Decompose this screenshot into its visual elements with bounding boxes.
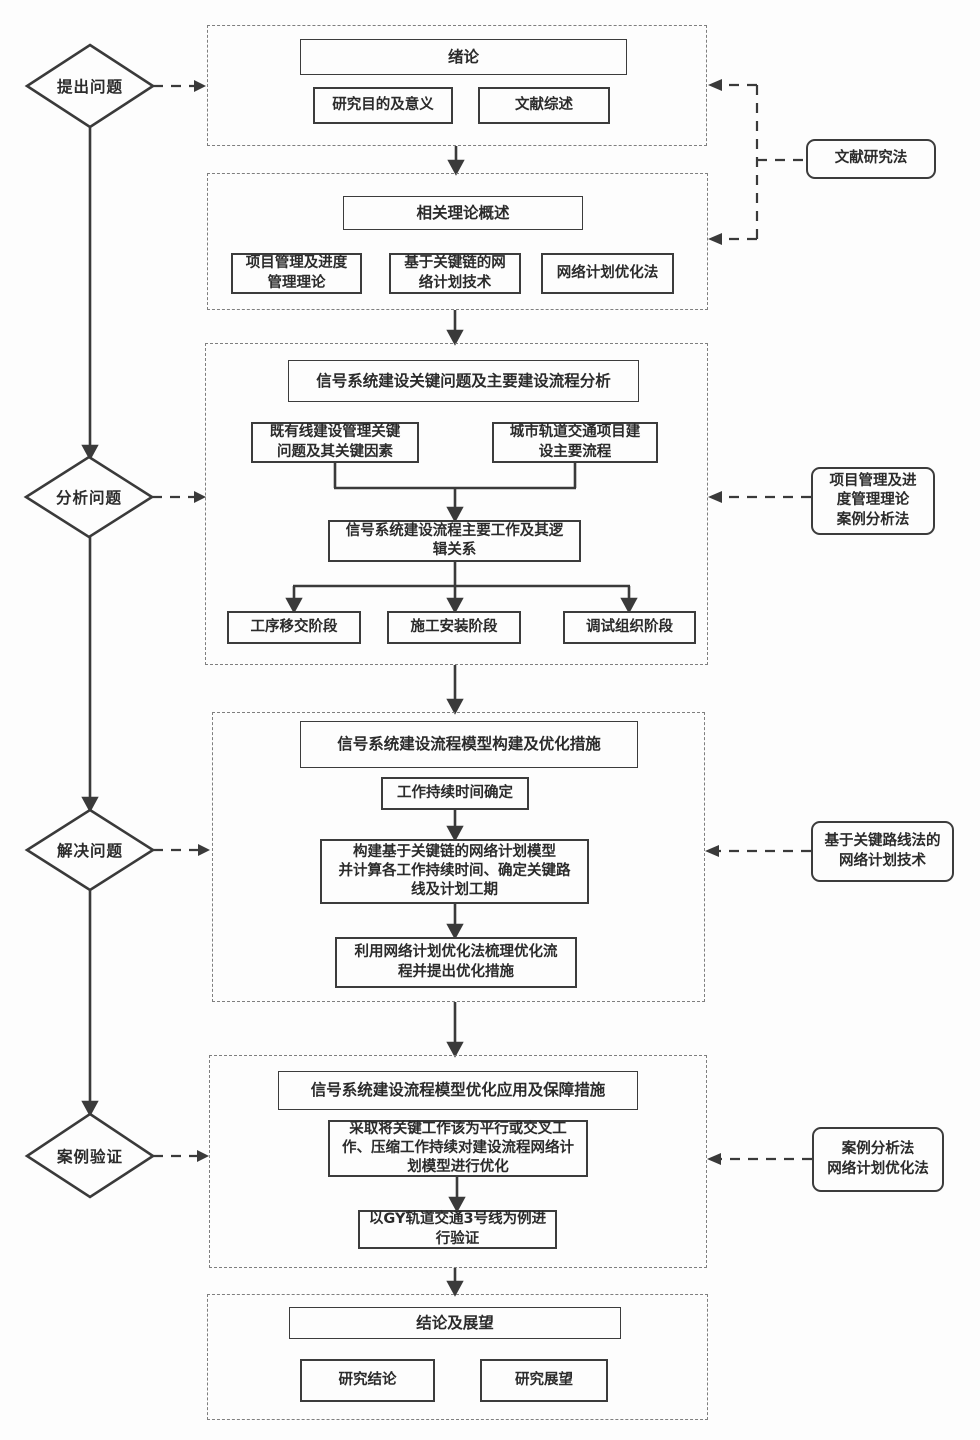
- dashed-arrowheads: [194, 79, 722, 1165]
- dashed-connectors: [152, 83, 812, 1161]
- solid-connectors: [81, 127, 638, 1297]
- box-project-management-theory: 项目管理及进度 管理理论: [231, 253, 362, 294]
- box-urban-rail-process: 城市轨道交通项目建 设主要流程: [492, 422, 658, 463]
- box-research-purpose: 研究目的及意义: [313, 87, 453, 124]
- section-conclusion: [207, 1294, 708, 1420]
- box-research-conclusion: 研究结论: [300, 1359, 435, 1402]
- box-work-duration: 工作持续时间确定: [381, 777, 529, 810]
- section-related-theory: [207, 173, 708, 310]
- section-model-construction: [212, 712, 705, 1002]
- box-build-critical-chain-model: 构建基于关键链的网络计划模型 并计算各工作持续时间、确定关键路 线及计划工期: [320, 839, 589, 904]
- box-parallel-cross-optimization: 采取将关键工作该为平行或交叉工 作、压缩工作持续对建设流程网络计 划模型进行优化: [328, 1120, 588, 1177]
- box-literature-review: 文献综述: [478, 87, 610, 124]
- box-conclusion-title: 结论及展望: [289, 1307, 621, 1339]
- box-research-outlook: 研究展望: [480, 1359, 608, 1402]
- box-optimize-process-measures: 利用网络计划优化法梳理优化流 程并提出优化措施: [335, 937, 577, 988]
- box-critical-chain-technique: 基于关键链的网 络计划技术: [389, 253, 521, 294]
- diamond-shape-case-verify: [24, 1112, 156, 1199]
- method-literature-research: 文献研究法: [806, 139, 936, 179]
- diamond-analyze-question: 分析问题: [55, 489, 122, 507]
- section-model-application: [209, 1055, 707, 1268]
- box-network-plan-optimization: 网络计划优化法: [541, 253, 674, 294]
- box-debug-organization-stage: 调试组织阶段: [563, 611, 696, 644]
- method-critical-path-technique: 基于关键路线法的 网络计划技术: [811, 821, 954, 882]
- box-gy-line3-verification: 以GY轨道交通3号线为例进 行验证: [358, 1210, 557, 1249]
- method-case-network-optimization: 案例分析法 网络计划优化法: [812, 1127, 944, 1192]
- diamond-shape-raise-question: [24, 43, 156, 129]
- diamond-shape-analyze-question: [23, 455, 155, 539]
- box-process-handover-stage: 工序移交阶段: [227, 611, 361, 644]
- diamond-case-verify: 案例验证: [56, 1148, 123, 1166]
- section-introduction: [207, 25, 707, 146]
- diamond-raise-question: 提出问题: [56, 78, 123, 96]
- box-model-application-title: 信号系统建设流程模型优化应用及保障措施: [278, 1071, 638, 1110]
- diamond-shape-solve-question: [24, 808, 156, 892]
- box-construction-install-stage: 施工安装阶段: [387, 611, 521, 644]
- box-main-work-logic: 信号系统建设流程主要工作及其逻 辑关系: [328, 520, 581, 562]
- box-related-theory-title: 相关理论概述: [343, 196, 583, 230]
- box-key-problem-title: 信号系统建设关键问题及主要建设流程分析: [288, 360, 639, 402]
- section-key-problem-analysis: [205, 343, 708, 665]
- method-pm-theory-case-analysis: 项目管理及进 度管理理论 案例分析法: [811, 467, 935, 535]
- diamond-solve-question: 解决问题: [56, 842, 123, 860]
- box-model-construction-title: 信号系统建设流程模型构建及优化措施: [300, 721, 638, 768]
- box-introduction-title: 绪论: [300, 39, 627, 75]
- box-existing-line-issues: 既有线建设管理关键 问题及其关键因素: [251, 422, 419, 463]
